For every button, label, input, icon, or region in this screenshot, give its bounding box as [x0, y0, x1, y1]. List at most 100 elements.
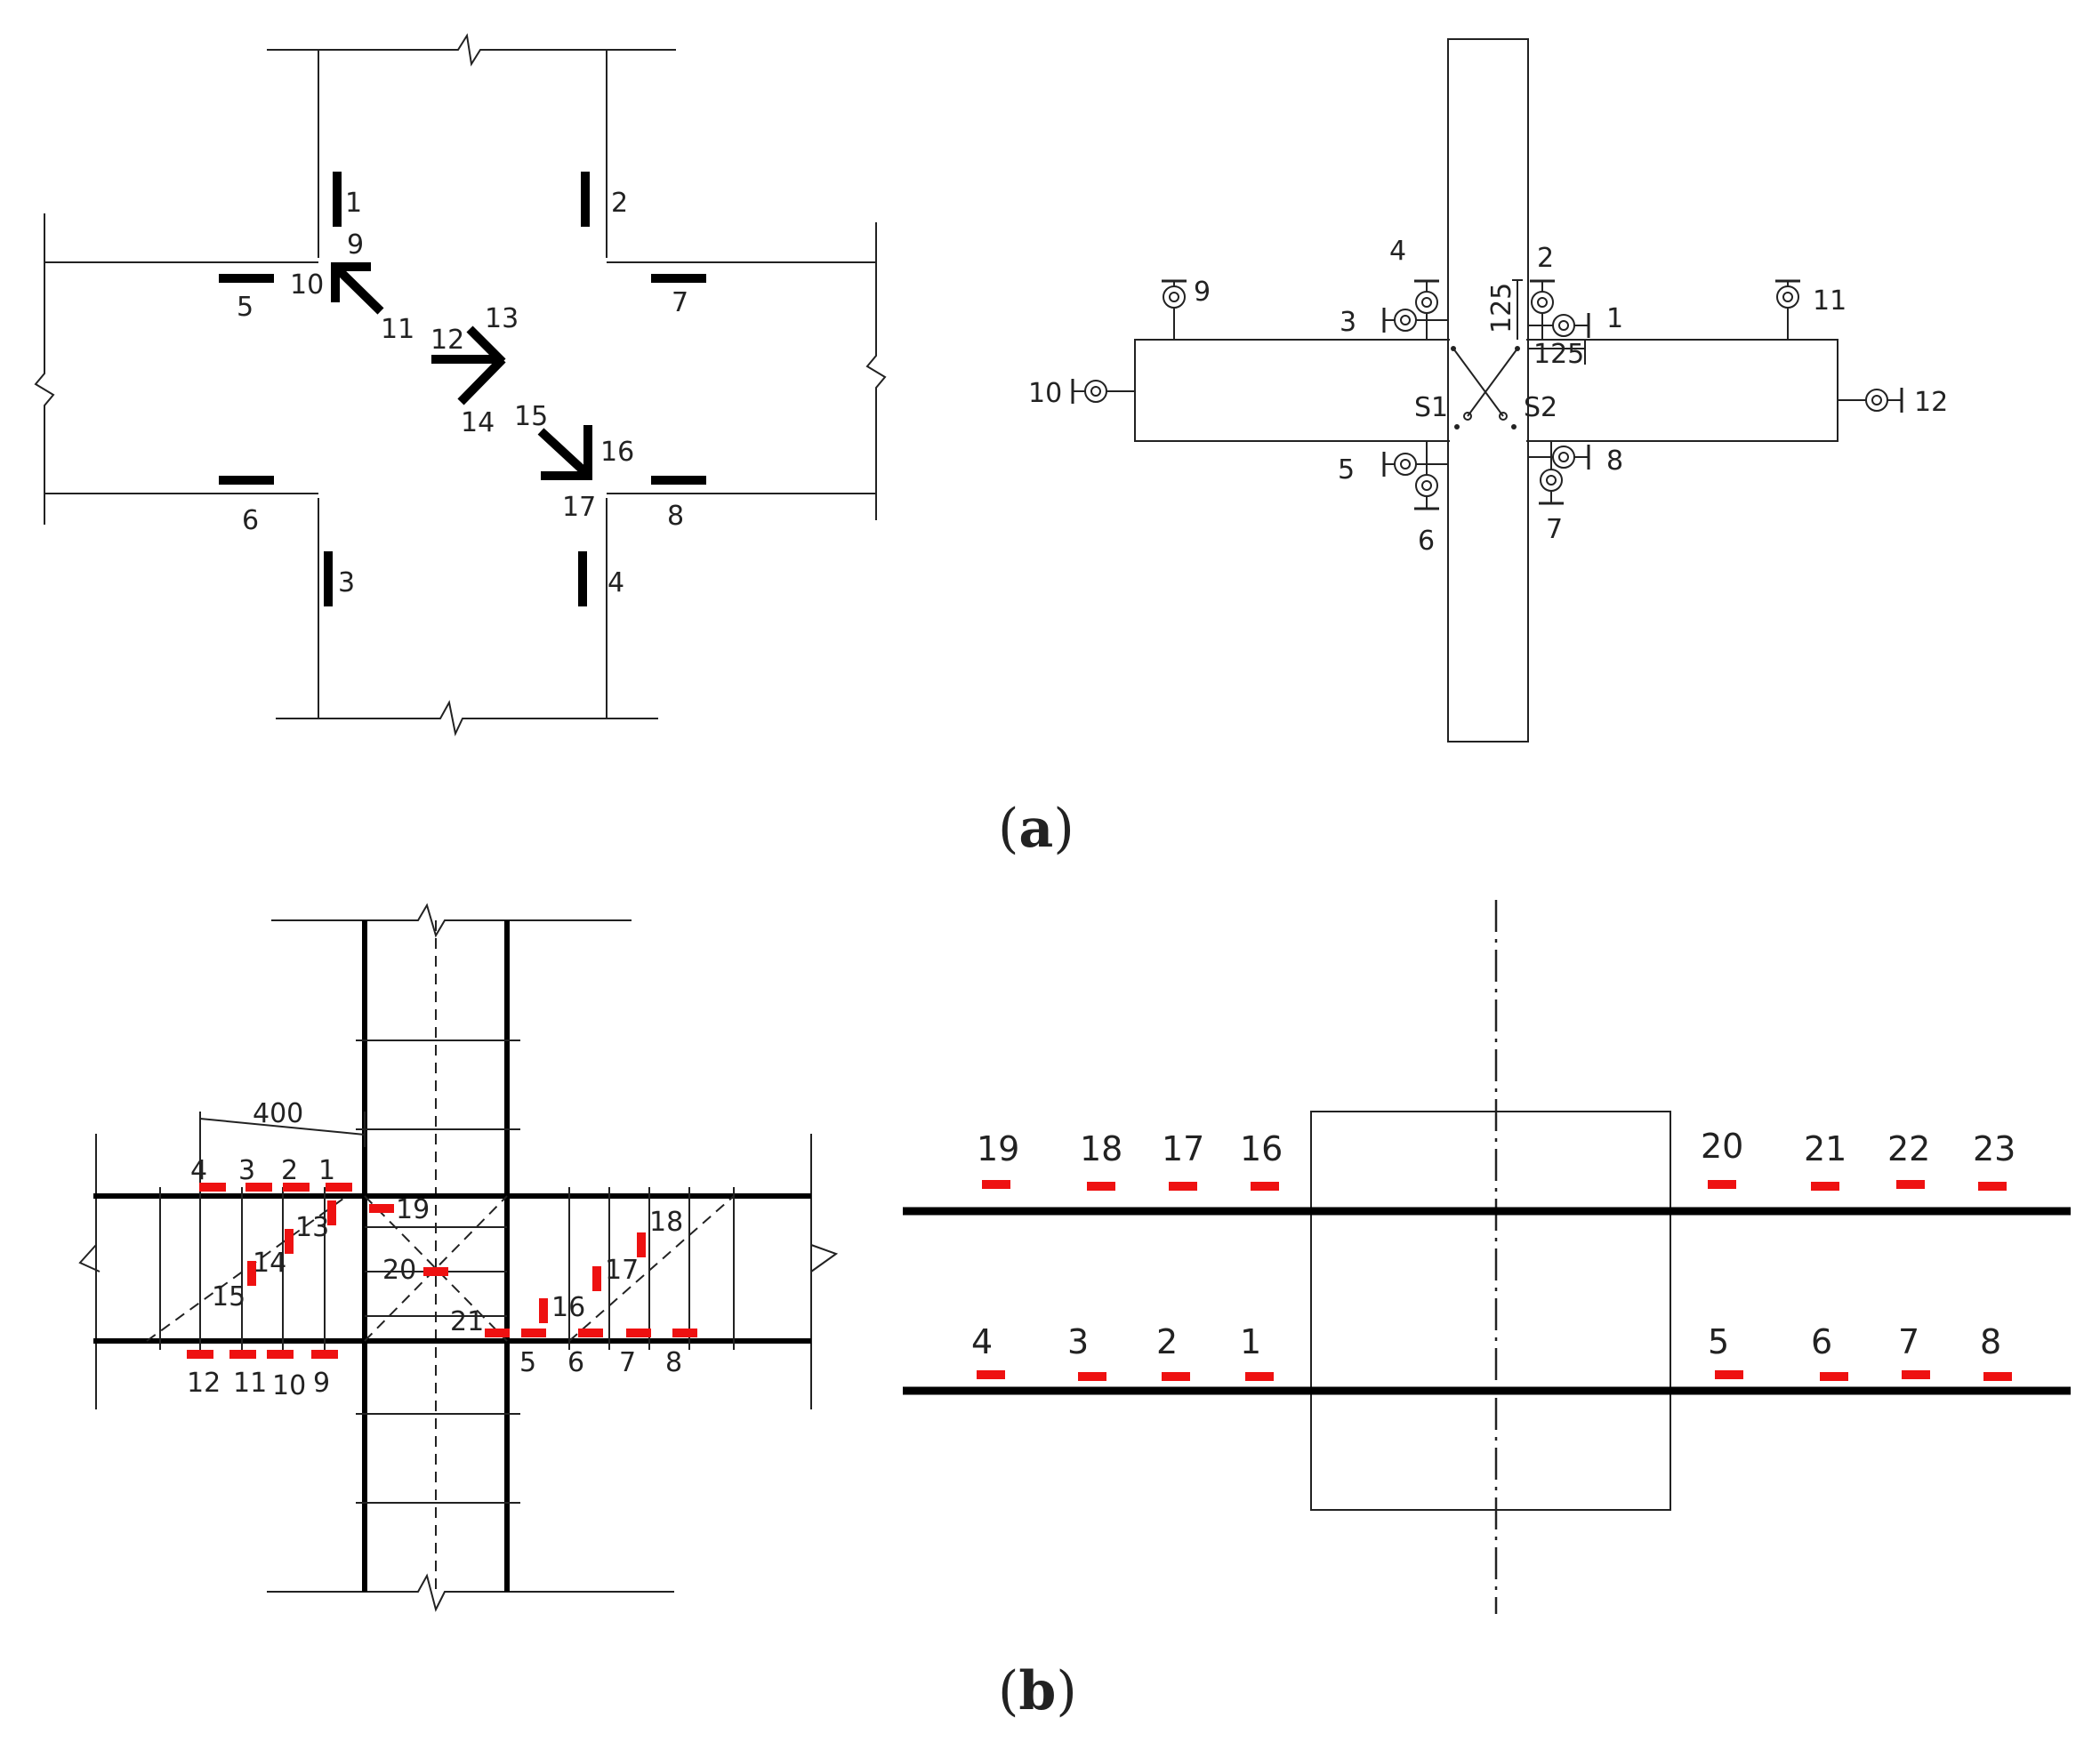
gauge-label-b11: 11 [233, 1368, 267, 1399]
panel-b-right-beam: 19 18 17 16 20 21 22 23 4 3 2 1 5 6 7 8 [903, 900, 2071, 1614]
gauge-a8 [651, 476, 706, 485]
gauge-label-rb6: 6 [1811, 1322, 1832, 1361]
sensor-12 [1838, 388, 1903, 413]
gauge-label-a13: 13 [485, 303, 519, 334]
gauge-label-b18: 18 [649, 1207, 683, 1238]
gauge-b11 [229, 1350, 256, 1359]
sensor-label-9: 9 [1194, 277, 1211, 308]
sensor-label-11: 11 [1813, 285, 1847, 317]
gauge-label-b16: 16 [551, 1292, 585, 1323]
gauge-b21 [485, 1329, 510, 1337]
gauge-label-b13: 13 [295, 1212, 329, 1243]
gauge-rt21 [1811, 1182, 1839, 1191]
gauge-rb2 [1162, 1372, 1190, 1381]
gauge-b18 [637, 1232, 646, 1257]
gauge-label-a1: 1 [345, 188, 362, 219]
sensor-label-12: 12 [1914, 387, 1948, 418]
gauge-b1 [326, 1183, 352, 1192]
gauge-b13 [327, 1200, 336, 1225]
gauge-label-a7: 7 [672, 287, 688, 318]
gauge-b5 [521, 1329, 546, 1337]
gauge-rb5 [1715, 1370, 1743, 1379]
gauge-label-a5: 5 [237, 292, 253, 323]
gauge-b15 [247, 1261, 256, 1286]
gauge-label-b9: 9 [313, 1368, 330, 1399]
gauge-a14 [457, 356, 506, 405]
gauge-a3 [324, 551, 333, 606]
gauge-rb1 [1245, 1372, 1274, 1381]
gauge-label-b14: 14 [253, 1248, 286, 1279]
gauge-label-rb2: 2 [1156, 1322, 1178, 1361]
gauge-rt19 [982, 1180, 1010, 1189]
sensor-9 [1162, 279, 1187, 340]
sensor-7 [1539, 441, 1564, 505]
gauge-rb3 [1078, 1372, 1106, 1381]
gauge-a1 [333, 172, 342, 227]
sensor-2 [1530, 279, 1555, 340]
gauge-b7 [626, 1329, 651, 1337]
gauge-rt23 [1978, 1182, 2007, 1191]
gauge-label-rt17: 17 [1162, 1129, 1204, 1168]
section-label-s2: S2 [1524, 392, 1557, 423]
gauge-label-a9: 9 [347, 229, 364, 261]
sensor-8 [1528, 445, 1590, 470]
gauge-label-a16: 16 [600, 437, 634, 468]
gauge-rt22 [1896, 1180, 1925, 1189]
sensor-label-4: 4 [1389, 236, 1406, 267]
gauge-label-a3: 3 [338, 567, 355, 598]
sensor-label-1: 1 [1606, 303, 1623, 334]
caption-b: (b) [998, 1660, 1077, 1722]
gauge-label-rb5: 5 [1708, 1322, 1729, 1361]
gauge-label-b3: 3 [238, 1155, 255, 1186]
sensor-label-7: 7 [1546, 514, 1563, 545]
gauge-label-b1: 1 [318, 1155, 335, 1186]
caption-a: (a) [998, 798, 1074, 860]
gauge-label-b21: 21 [450, 1306, 484, 1337]
gauge-label-b8: 8 [665, 1347, 682, 1378]
gauge-a15 [537, 428, 591, 478]
sensor-3 [1382, 308, 1448, 333]
gauge-label-b17: 17 [605, 1255, 639, 1286]
gauge-label-rt16: 16 [1240, 1129, 1283, 1168]
gauge-a17 [541, 471, 592, 480]
sensor-label-2: 2 [1537, 243, 1554, 274]
gauge-b4 [199, 1183, 226, 1192]
gauge-label-rb1: 1 [1240, 1322, 1261, 1361]
sensor-11 [1775, 279, 1800, 340]
gauge-rt17 [1169, 1182, 1197, 1191]
gauge-a16 [583, 425, 592, 478]
gauge-rb8 [1983, 1372, 2012, 1381]
gauge-b20 [423, 1267, 448, 1276]
gauge-a7 [651, 274, 706, 283]
gauge-b16 [539, 1298, 548, 1323]
gauge-rb4 [977, 1370, 1005, 1379]
gauge-label-b10: 10 [272, 1370, 306, 1401]
gauge-label-rb8: 8 [1980, 1322, 2001, 1361]
sensor-5 [1382, 452, 1448, 477]
dim-label-400: 400 [253, 1098, 303, 1129]
gauge-label-b4: 4 [190, 1155, 207, 1186]
gauge-label-a14: 14 [461, 407, 495, 438]
gauge-label-a10: 10 [290, 269, 324, 301]
sensor-label-5: 5 [1338, 454, 1355, 486]
gauge-rb6 [1820, 1372, 1848, 1381]
dim-label-horizontal: 125 [1533, 339, 1584, 370]
gauge-b9 [311, 1350, 338, 1359]
gauge-a11 [336, 268, 384, 315]
gauge-label-rt20: 20 [1701, 1127, 1743, 1166]
gauge-b17 [592, 1266, 601, 1291]
gauge-label-b19: 19 [396, 1194, 430, 1225]
gauge-a5 [219, 274, 274, 283]
gauge-label-rt21: 21 [1804, 1129, 1847, 1168]
gauge-label-b5: 5 [519, 1347, 536, 1378]
dim-label-vertical: 125 [1486, 283, 1517, 333]
sensor-10 [1071, 379, 1135, 404]
gauge-label-b7: 7 [619, 1347, 636, 1378]
gauge-b12 [187, 1350, 213, 1359]
gauge-label-b20: 20 [382, 1255, 416, 1286]
gauge-label-rb4: 4 [971, 1322, 993, 1361]
gauge-label-rb7: 7 [1898, 1322, 1919, 1361]
gauge-label-b2: 2 [281, 1155, 298, 1186]
gauge-label-rt22: 22 [1887, 1129, 1930, 1168]
